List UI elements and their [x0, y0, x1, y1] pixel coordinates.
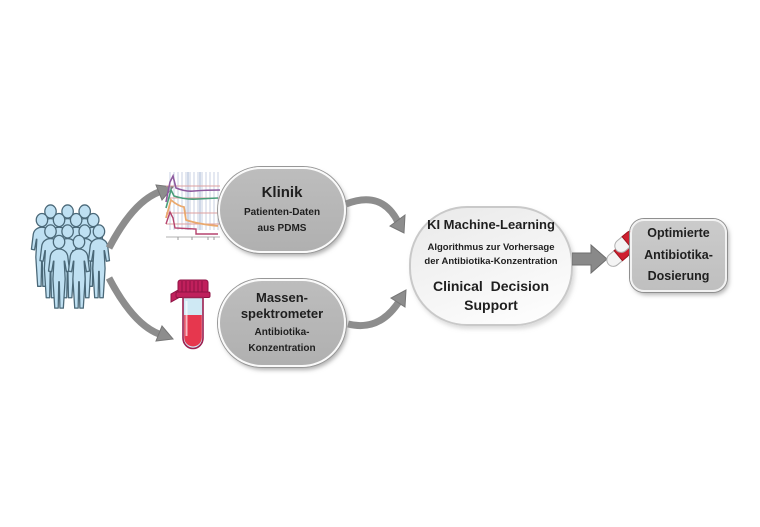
ki-subtitle-line1: Algorithmus zur Vorhersage [427, 241, 555, 253]
result-line1: Optimierte [647, 225, 710, 240]
ki-title: KI Machine-Learning [427, 216, 555, 232]
massen-subtitle-line1: Antibiotika- [254, 327, 310, 339]
ki-body-line2: Support [464, 297, 518, 314]
massen-subtitle-line2: Konzentration [248, 342, 316, 354]
result-line2: Antibiotika- [644, 247, 713, 262]
klinik-title: Klinik [261, 184, 303, 201]
result-line3: Dosierung [647, 269, 710, 284]
klinik-subtitle-line2: aus PDMS [257, 222, 307, 234]
node-klinik: Klinik Patienten-Daten aus PDMS [218, 167, 346, 253]
klinik-subtitle-line1: Patienten-Daten [243, 207, 321, 218]
concentration-curves-chart-icon [165, 172, 221, 240]
massen-title-line1: Massen- [255, 289, 309, 305]
ki-subtitle-line2: der Antibiotika-Konzentration [424, 255, 558, 267]
node-optimierte-dosierung: Optimierte Antibiotika- Dosierung [630, 219, 727, 292]
arrow-patients-to-massenspektrometer [105, 276, 174, 342]
node-massenspektrometer: Massen- spektrometer Antibiotika- Konzen… [218, 279, 346, 367]
massen-title-line2: spektrometer [240, 306, 324, 321]
arrow-ki-to-result [572, 243, 608, 275]
blood-sample-tube-icon [170, 279, 211, 350]
ki-body-line1: Clinical Decision [432, 278, 550, 295]
arrow-massenspektrometer-to-ki [347, 289, 407, 330]
arrow-klinik-to-ki [344, 196, 406, 234]
node-ki-machine-learning: KI Machine-Learning Algorithmus zur Vorh… [409, 206, 573, 326]
